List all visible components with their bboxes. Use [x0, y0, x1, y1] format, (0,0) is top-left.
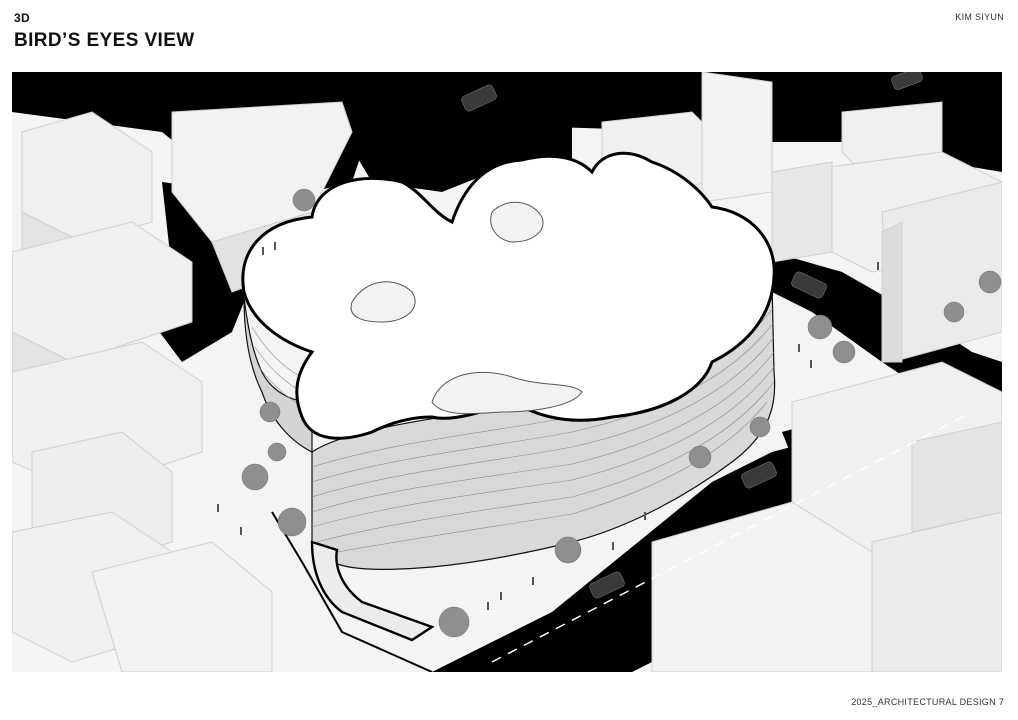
entrance-ramp	[310, 540, 435, 642]
courtyard-voids	[350, 201, 583, 415]
course-label: 2025_ARCHITECTURAL DESIGN 7	[851, 697, 1004, 707]
surrounding-blocks-right	[601, 72, 1002, 672]
building-facade	[243, 280, 776, 571]
pedestrians	[217, 242, 879, 610]
page-title: BIRD’S EYES VIEW	[14, 30, 195, 51]
trees	[241, 188, 1002, 638]
author-name: KIM SIYUN	[955, 12, 1004, 22]
birds-eye-drawing	[12, 72, 1002, 672]
surrounding-blocks	[12, 101, 353, 672]
building-roof	[241, 151, 776, 440]
drawing-category: 3D	[14, 11, 30, 25]
cars	[461, 72, 923, 599]
